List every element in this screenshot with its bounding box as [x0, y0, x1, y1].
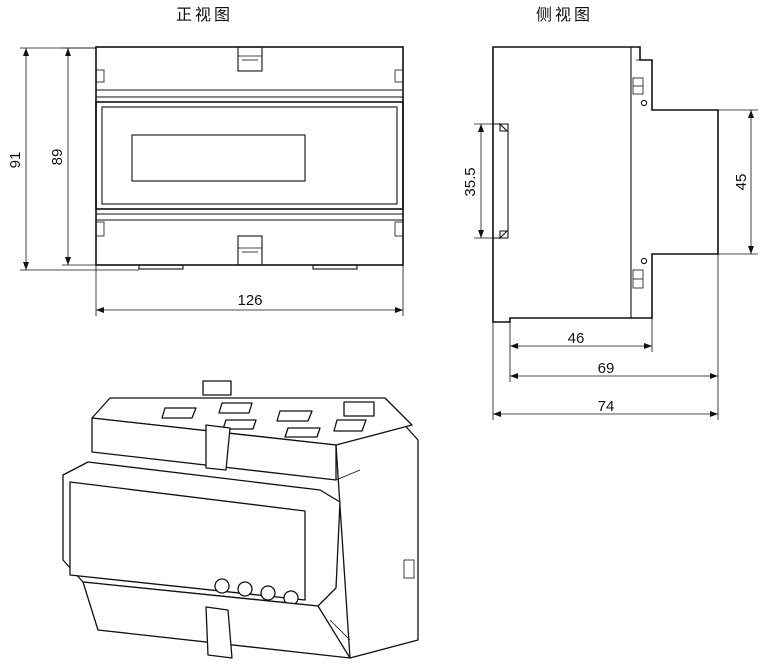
iso-front-window — [69, 481, 306, 601]
front-view — [95, 46, 404, 270]
dim-45-label: 45 — [733, 174, 750, 191]
front-dimensions: 91 89 126 — [7, 47, 404, 316]
front-window-housing — [95, 101, 404, 210]
iso-indicator-3 — [260, 585, 276, 601]
iso-indicator-2 — [237, 581, 253, 597]
front-display-window — [131, 134, 306, 182]
dim-91-label: 91 — [7, 152, 24, 169]
iso-top-clip-right — [343, 401, 375, 417]
dim-74-label: 74 — [598, 398, 615, 415]
dim-69-label: 69 — [598, 360, 615, 377]
front-top-clip — [237, 46, 263, 72]
front-bottom-clip — [237, 235, 263, 266]
dim-126-label: 126 — [237, 292, 262, 309]
iso-right-face — [335, 419, 419, 659]
dim-46-label: 46 — [568, 330, 585, 347]
iso-indicator-1 — [214, 578, 230, 594]
front-rail-foot-left — [138, 264, 184, 270]
side-view — [492, 46, 719, 323]
side-rail-clamp — [493, 123, 509, 239]
dim-35-5-label: 35.5 — [462, 167, 479, 196]
front-rail-foot-right — [312, 264, 358, 270]
isometric-view — [62, 380, 419, 659]
side-view-title: 侧视图 — [536, 5, 593, 24]
front-body-outline — [95, 46, 404, 266]
dim-89-label: 89 — [49, 149, 66, 166]
front-view-title: 正视图 — [176, 5, 233, 24]
side-dimensions: 35.5 45 46 69 74 — [462, 109, 758, 420]
side-body-outline — [492, 46, 719, 323]
iso-top-clip-left — [202, 380, 232, 396]
